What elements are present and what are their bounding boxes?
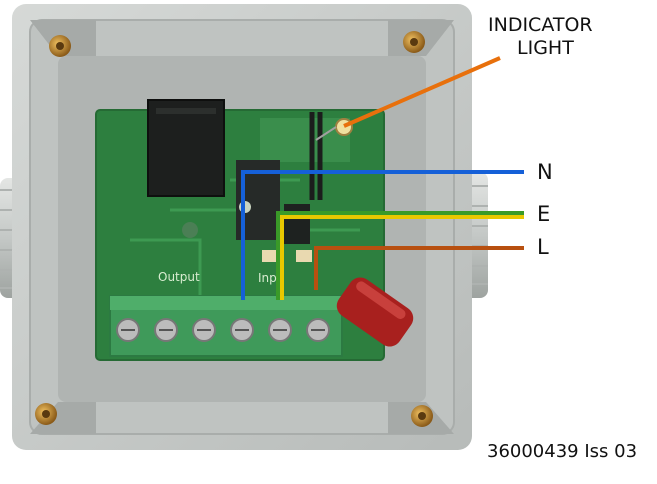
indicator-light-label-line1: INDICATOR (488, 14, 593, 36)
document-reference: 36000439 Iss 03 (487, 441, 638, 462)
brass-insert-icon (35, 31, 433, 427)
terminal-screw-icon (116, 318, 330, 342)
pcb-output-label: Output (158, 270, 200, 284)
live-label: L (537, 235, 549, 259)
neutral-wire-line (241, 170, 524, 300)
terminal-block (109, 295, 343, 357)
relay-icon (147, 99, 225, 197)
live-wire-line (314, 246, 524, 290)
indicator-leader-line (343, 56, 501, 128)
earth-label: E (537, 202, 551, 226)
earth-wire-line-green (276, 211, 524, 300)
indicator-light-label-line2: LIGHT (517, 37, 574, 59)
pcb-input-label: Inp (258, 271, 277, 285)
neutral-label: N (537, 160, 553, 184)
capacitor-icon (336, 277, 414, 347)
earth-wire-line-yellow (280, 215, 524, 300)
led-icon (309, 112, 353, 200)
